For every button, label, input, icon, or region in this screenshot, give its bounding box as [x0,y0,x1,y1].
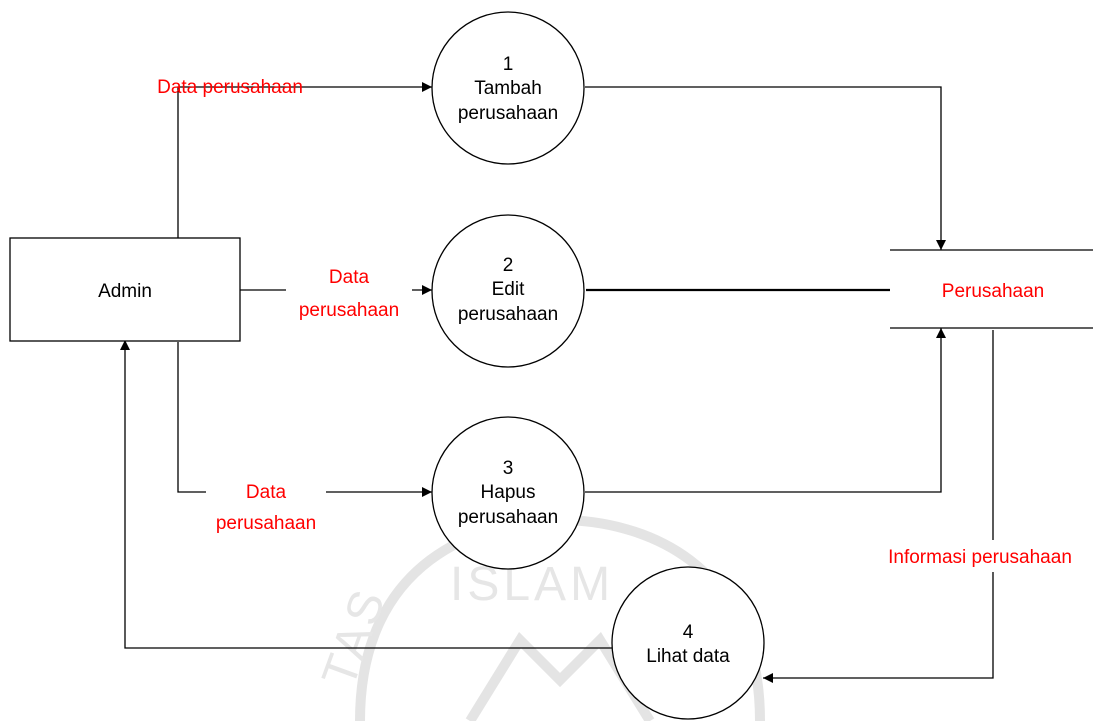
process-number: 3 [503,458,514,479]
flow-label-3-line1: Data [246,482,287,503]
flow-p3-to-store [585,328,946,493]
process-label-line1: Lihat data [646,646,730,667]
flow-admin-to-p1 [177,86,318,238]
process-circle [431,416,585,570]
process-label-line2: perusahaan [458,507,558,528]
watermark-side-text: TAS [313,580,398,694]
flow-label-2-line2: perusahaan [299,300,399,321]
flow-admin-to-p3-a [177,342,206,493]
flow-label-3-line2: perusahaan [216,513,316,534]
process-2: 2 Edit perusahaan [431,214,585,368]
process-label-line1: Hapus [481,482,536,503]
process-number: 4 [683,622,694,643]
datastore-label: Perusahaan [942,281,1044,302]
entity-admin: Admin [9,237,241,342]
process-label-line1: Edit [492,279,525,300]
process-circle [431,214,585,368]
process-number: 2 [503,255,514,276]
flow-lines [120,82,994,683]
flow-label-4: Informasi perusahaan [888,547,1072,568]
process-circle [431,11,585,165]
flow-labels: Data perusahaan Data perusahaan Data per… [157,77,1072,568]
flow-p1-to-store [585,86,946,250]
process-3: 3 Hapus perusahaan [431,416,585,570]
process-label-line2: perusahaan [458,304,558,325]
process-1: 1 Tambah perusahaan [431,11,585,165]
watermark-text: ISLAM [450,558,614,611]
flow-label-2-line1: Data [329,267,370,288]
entity-box [9,237,241,342]
process-label-line2: perusahaan [458,103,558,124]
datastore-perusahaan: Perusahaan [890,249,1093,329]
process-number: 1 [503,54,514,75]
process-label-line1: Tambah [474,78,542,99]
process-4: 4 Lihat data [611,566,765,720]
flow-label-1: Data perusahaan [157,77,303,98]
process-circle [611,566,765,720]
entity-label: Admin [98,281,152,302]
flow-store-to-p4-b [763,572,994,683]
flow-p4-to-admin [120,340,613,649]
